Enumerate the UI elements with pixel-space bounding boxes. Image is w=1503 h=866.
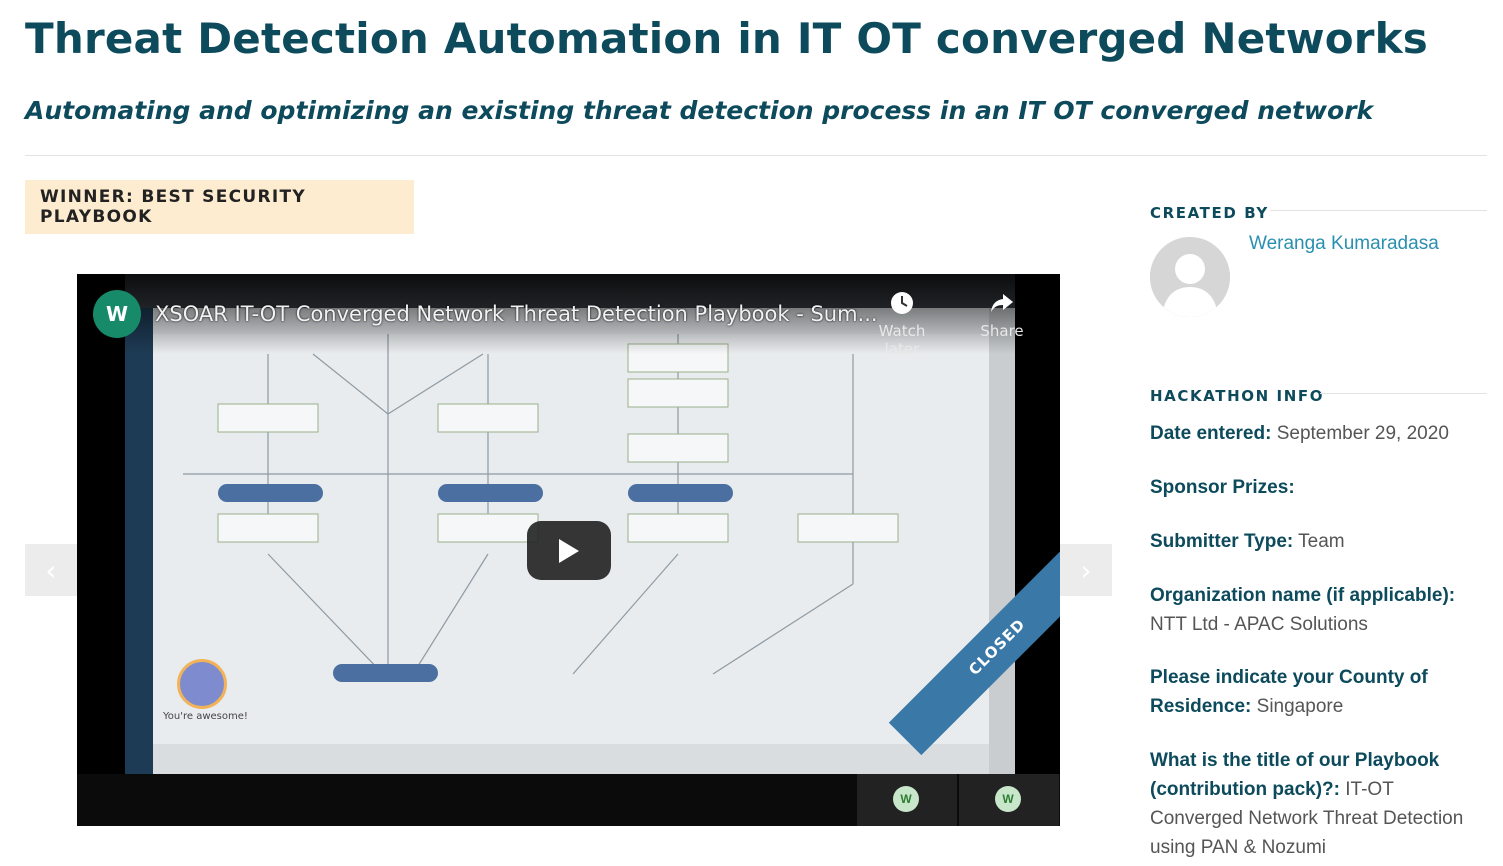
mascot-message: You're awesome! — [163, 711, 248, 722]
participant-avatar: W — [893, 786, 919, 812]
info-label: Date entered: — [1150, 423, 1272, 444]
hackathon-info-divider — [1320, 393, 1487, 394]
chevron-left-icon: ‹ — [45, 553, 57, 587]
created-by-heading: CREATED BY — [1150, 204, 1269, 222]
header-divider — [25, 155, 1487, 156]
carousel-prev-button[interactable]: ‹ — [25, 544, 77, 596]
hackathon-info-heading: HACKATHON INFO — [1150, 387, 1325, 405]
share-button[interactable]: Share — [967, 290, 1037, 340]
participant-tile: W — [959, 774, 1059, 826]
recorded-left-nav — [125, 308, 153, 774]
info-value: IT-OT Converged Network Threat Detection… — [1150, 779, 1464, 858]
page-subtitle: Automating and optimizing an existing th… — [25, 96, 1374, 125]
winner-badge: WINNER: BEST SECURITY PLAYBOOK — [25, 180, 414, 234]
channel-avatar[interactable]: W — [93, 290, 141, 338]
info-label: Organization name (if applicable): — [1150, 585, 1456, 606]
playbook-diagram — [183, 334, 899, 682]
created-by-divider — [1270, 210, 1487, 211]
watch-later-button[interactable]: Watch later — [867, 290, 937, 358]
creator-name-link[interactable]: Weranga Kumaradasa — [1249, 233, 1439, 254]
recorded-input-row — [153, 744, 989, 774]
participant-tile: W — [857, 774, 957, 826]
watch-later-label: Watch later — [878, 322, 926, 358]
participant-avatar: W — [995, 786, 1021, 812]
info-organization: Organization name (if applicable): NTT L… — [1150, 581, 1490, 639]
info-sponsor-prizes: Sponsor Prizes: — [1150, 473, 1490, 502]
info-value: Singapore — [1256, 696, 1344, 717]
user-placeholder-icon — [1150, 237, 1230, 317]
info-date-entered: Date entered: September 29, 2020 — [1150, 419, 1490, 448]
video-player[interactable]: You're awesome! CLOSED W W W XSOAR IT-OT… — [77, 274, 1060, 826]
info-playbook-title: What is the title of our Playbook (contr… — [1150, 746, 1490, 862]
info-submitter-type: Submitter Type: Team — [1150, 527, 1490, 556]
info-label: What is the title of our Playbook (contr… — [1150, 750, 1440, 800]
info-value: September 29, 2020 — [1276, 423, 1449, 444]
info-label: Please indicate your County of Residence… — [1150, 667, 1428, 717]
play-button[interactable] — [527, 521, 611, 580]
page-title: Threat Detection Automation in IT OT con… — [25, 14, 1429, 63]
chevron-right-icon: › — [1080, 553, 1092, 587]
share-label: Share — [980, 322, 1024, 340]
video-title[interactable]: XSOAR IT-OT Converged Network Threat Det… — [155, 302, 878, 326]
clock-icon — [891, 292, 913, 314]
mascot-avatar — [177, 659, 227, 709]
carousel-next-button[interactable]: › — [1060, 544, 1112, 596]
info-county-of-residence: Please indicate your County of Residence… — [1150, 663, 1490, 721]
info-label: Sponsor Prizes: — [1150, 477, 1295, 498]
creator-avatar[interactable] — [1150, 237, 1230, 317]
info-value: NTT Ltd - APAC Solutions — [1150, 614, 1368, 635]
info-value: Team — [1298, 531, 1345, 552]
info-label: Submitter Type: — [1150, 531, 1294, 552]
video-top-shade — [77, 274, 1060, 354]
play-icon — [559, 538, 579, 563]
share-icon — [991, 294, 1013, 312]
